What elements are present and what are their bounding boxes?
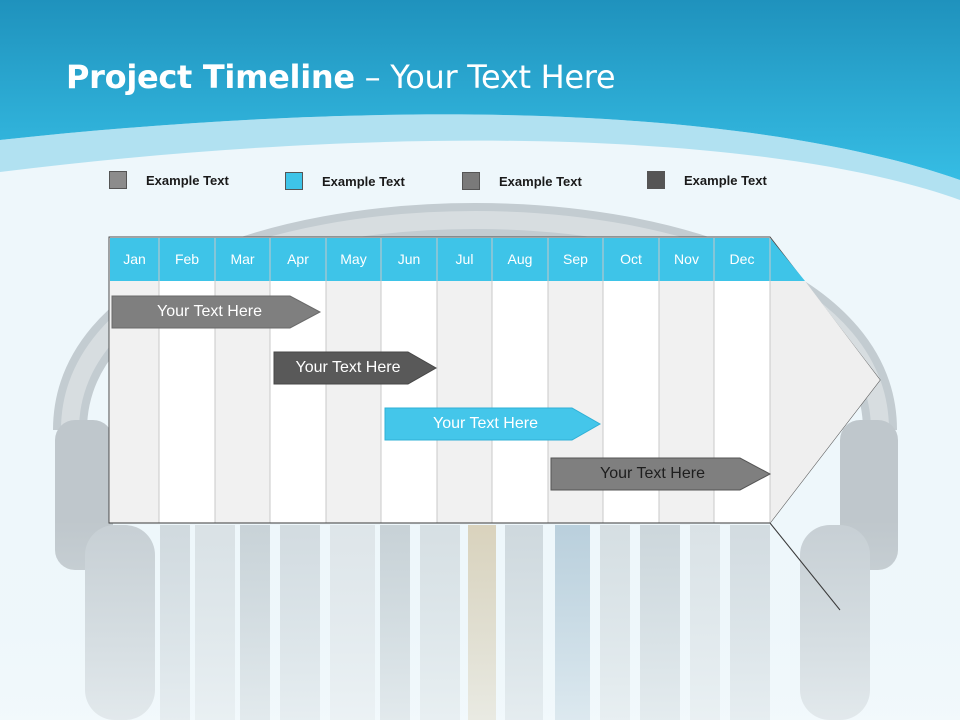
- legend-label: Example Text: [684, 172, 767, 188]
- task-label: Your Text Here: [433, 415, 538, 432]
- task-label: Your Text Here: [295, 359, 401, 376]
- task-bar: [273, 351, 438, 385]
- month-label: Aug: [507, 251, 533, 267]
- legend-label: Example Text: [499, 173, 582, 189]
- task-bar: [550, 457, 772, 491]
- legend-item: Example Text: [109, 171, 229, 189]
- month-label: Dec: [729, 251, 755, 267]
- task-label: Your Text Here: [600, 465, 705, 482]
- legend-swatch: [109, 171, 127, 189]
- legend-item: Example Text: [285, 172, 405, 190]
- task-label: Your Text Here: [157, 303, 262, 320]
- month-label: Feb: [174, 251, 200, 267]
- month-label: Mar: [230, 251, 255, 267]
- month-label: Apr: [287, 251, 309, 267]
- month-label: Nov: [674, 251, 699, 267]
- month-header-band: [110, 238, 805, 281]
- legend-item: Example Text: [647, 171, 767, 189]
- legend-label: Example Text: [322, 173, 405, 189]
- legend-swatch: [647, 171, 665, 189]
- month-label: Jul: [455, 251, 474, 267]
- legend-swatch: [285, 172, 303, 190]
- task-bar: [384, 407, 602, 441]
- legend-item: Example Text: [462, 172, 582, 190]
- month-label: Jan: [123, 251, 146, 267]
- month-label: Jun: [397, 251, 421, 267]
- page-title-rest: – Your Text Here: [354, 58, 616, 96]
- legend-swatch: [462, 172, 480, 190]
- month-label: Oct: [620, 251, 642, 267]
- page-title: Project Timeline – Your Text Here: [66, 58, 616, 96]
- month-label: Sep: [563, 251, 588, 267]
- month-label: May: [340, 251, 367, 267]
- page-title-bold: Project Timeline: [66, 58, 355, 96]
- legend-label: Example Text: [146, 172, 229, 188]
- timeline-arrow-tip: [770, 281, 880, 523]
- task-bar: [111, 295, 322, 329]
